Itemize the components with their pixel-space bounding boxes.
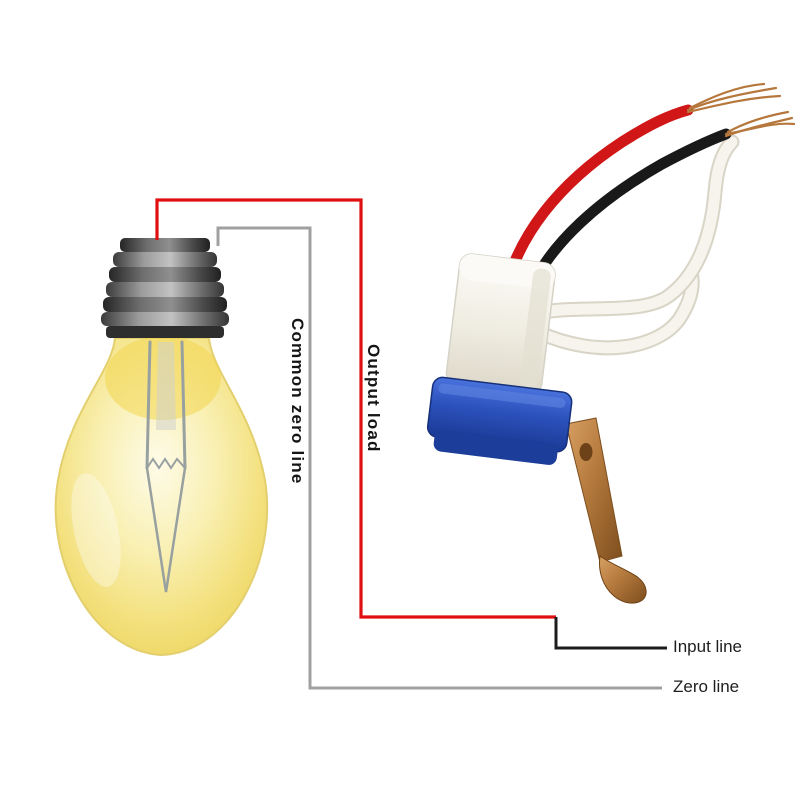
bulb-filament: [145, 340, 187, 593]
common-zero-wire-path: [216, 226, 660, 690]
bulb-glass: [54, 336, 269, 657]
input-line-pointer: [554, 617, 667, 650]
light-bulb: [54, 238, 269, 657]
sensor-blue-base: [426, 376, 573, 465]
output-load-wire-path: [155, 198, 556, 619]
label-input-line: Input line: [673, 637, 742, 656]
red-supply-wire: [499, 104, 694, 298]
label-zero-line: Zero line: [673, 677, 740, 696]
photocell-sensor-body: [445, 253, 556, 395]
label-common-zero-line: Common zero line: [288, 318, 307, 485]
bulb-base: [101, 238, 229, 338]
white-supply-wire: [530, 134, 740, 356]
label-output-load: Output load: [364, 344, 383, 453]
bare-copper-ends: [686, 82, 796, 138]
black-supply-wire: [522, 128, 732, 301]
mounting-bracket: [565, 417, 647, 604]
